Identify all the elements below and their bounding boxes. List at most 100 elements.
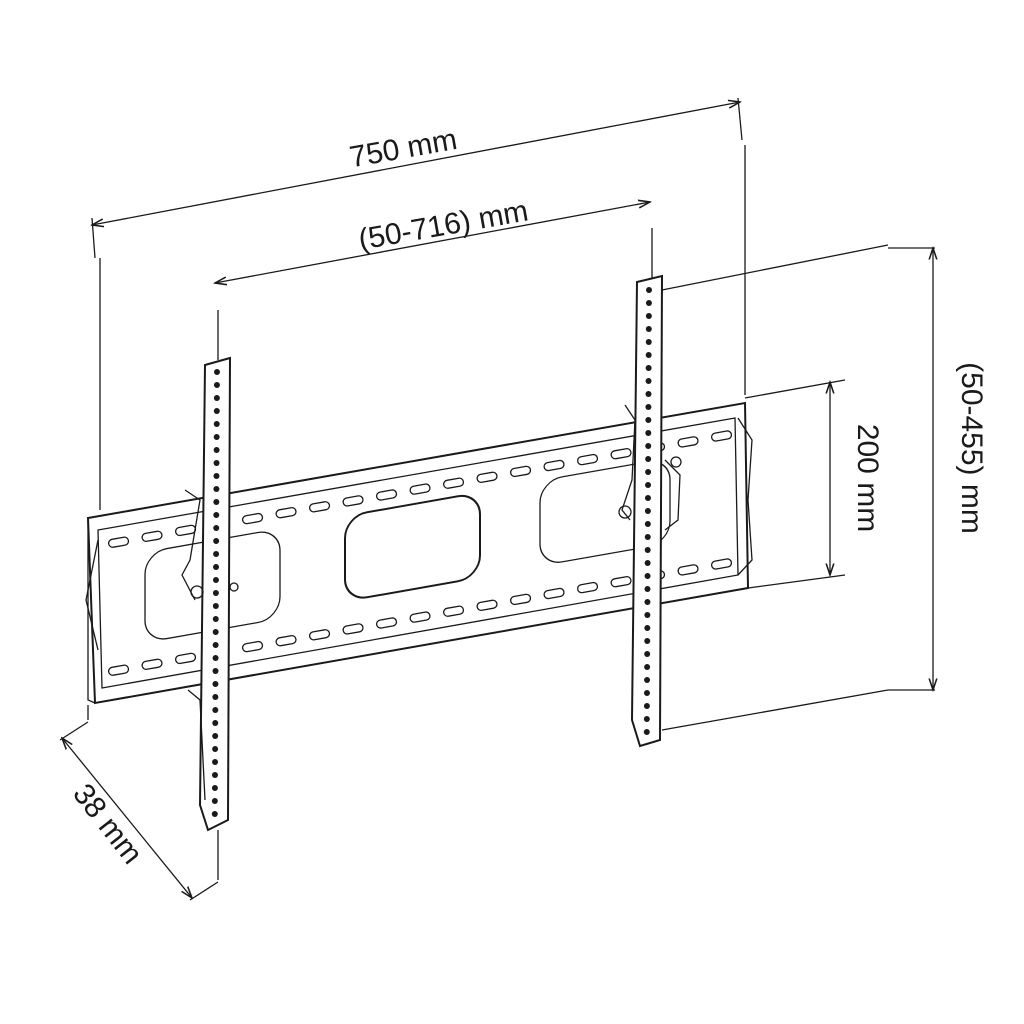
arm-hole — [644, 625, 651, 631]
arm-hole — [213, 395, 220, 401]
arm-hole — [213, 434, 220, 440]
mount-slot — [710, 430, 733, 442]
arm-hole — [211, 785, 218, 791]
arm-hole — [645, 313, 652, 319]
arm-hole — [644, 586, 651, 592]
arm-hole — [645, 456, 652, 462]
arm-hole — [643, 716, 650, 722]
arm-hole — [644, 638, 651, 644]
mount-slot — [610, 448, 632, 460]
arm-hole — [644, 573, 651, 579]
arm-hole — [212, 720, 219, 726]
mount-slot — [342, 495, 364, 507]
mount-slot — [710, 558, 733, 570]
arm-hole — [644, 612, 651, 618]
mount-slot — [610, 576, 632, 588]
arm-hole — [644, 521, 651, 527]
arm-hole — [644, 547, 651, 553]
arm-hole — [645, 404, 652, 410]
dimension-arm-spacing: (50-716) mm — [215, 194, 653, 360]
mount-slot — [174, 652, 197, 665]
mount-slot — [543, 587, 565, 600]
mount-slot — [275, 507, 297, 519]
arm-hole — [643, 729, 650, 735]
arm-hole — [645, 365, 652, 371]
arm-hole — [646, 287, 652, 293]
mount-slot — [141, 530, 163, 542]
arm-hole — [213, 551, 220, 557]
arm-hole — [213, 512, 220, 518]
mount-slot — [342, 623, 364, 635]
label-plate-height: 200 mm — [851, 424, 884, 532]
mount-slot — [308, 501, 331, 513]
arm-hole — [644, 495, 651, 501]
arm-hole — [213, 460, 220, 466]
arm-hole — [213, 382, 220, 388]
arm-hole — [213, 564, 220, 570]
arm-hole — [212, 590, 219, 596]
arm-hole — [213, 473, 220, 479]
arm-hole — [643, 703, 650, 709]
arm-hole — [211, 772, 218, 778]
arm-hole — [214, 369, 220, 375]
mount-slot — [409, 483, 431, 495]
mount-slot — [409, 611, 431, 623]
arm-hole — [645, 326, 652, 332]
arm-hole — [213, 499, 220, 505]
mount-slot — [107, 664, 130, 676]
arm-hole — [211, 798, 218, 804]
arm-hole — [212, 655, 219, 661]
arm-hole — [645, 430, 652, 436]
mount-slot — [107, 536, 130, 548]
arm-hole — [644, 560, 651, 566]
label-arm-spacing: (50-716) mm — [356, 194, 531, 256]
arm-hole — [645, 300, 652, 306]
mount-slot — [141, 658, 163, 670]
arm-hole — [211, 811, 218, 817]
arm-hole — [643, 690, 650, 696]
arm-hole — [212, 694, 219, 700]
arm-hole — [212, 603, 219, 609]
mount-slot — [241, 512, 264, 525]
label-depth: 38 mm — [66, 778, 148, 871]
arm-hole — [212, 629, 219, 635]
mount-slot — [375, 489, 398, 501]
arm-hole — [212, 759, 219, 765]
mount-slot — [174, 524, 197, 537]
arm-hole — [644, 664, 651, 670]
arm-hole — [212, 681, 219, 687]
mount-slot — [442, 477, 465, 489]
mount-slot — [576, 453, 599, 466]
mount-slot — [275, 635, 297, 647]
arm-hole — [644, 534, 651, 540]
mount-slot — [576, 581, 599, 594]
arm-hole — [212, 616, 219, 622]
arm-hole — [213, 486, 220, 492]
arm-hole — [212, 642, 219, 648]
mount-slot — [476, 599, 498, 611]
mount-slot — [241, 640, 264, 653]
arm-hole — [645, 443, 652, 449]
arm-hole — [213, 408, 220, 414]
arm-hole — [213, 538, 220, 544]
right-arm — [618, 274, 682, 748]
arm-hole — [212, 707, 219, 713]
mount-slot — [677, 436, 699, 448]
mount-slot — [442, 605, 465, 617]
arm-hole — [645, 469, 652, 475]
arm-hole — [645, 339, 652, 345]
arm-hole — [212, 668, 219, 674]
arm-hole — [212, 746, 219, 752]
arm-hole — [213, 525, 220, 531]
mount-slot — [308, 629, 331, 641]
mount-slot — [509, 465, 532, 478]
arm-hole — [645, 378, 652, 384]
arm-hole — [645, 482, 652, 488]
arm-hole — [212, 733, 219, 739]
dimension-plate-height: 200 mm — [744, 379, 884, 589]
arm-hole — [645, 352, 652, 358]
mount-slot — [476, 471, 498, 483]
mount-slot — [677, 564, 699, 576]
arm-hole — [644, 508, 651, 514]
